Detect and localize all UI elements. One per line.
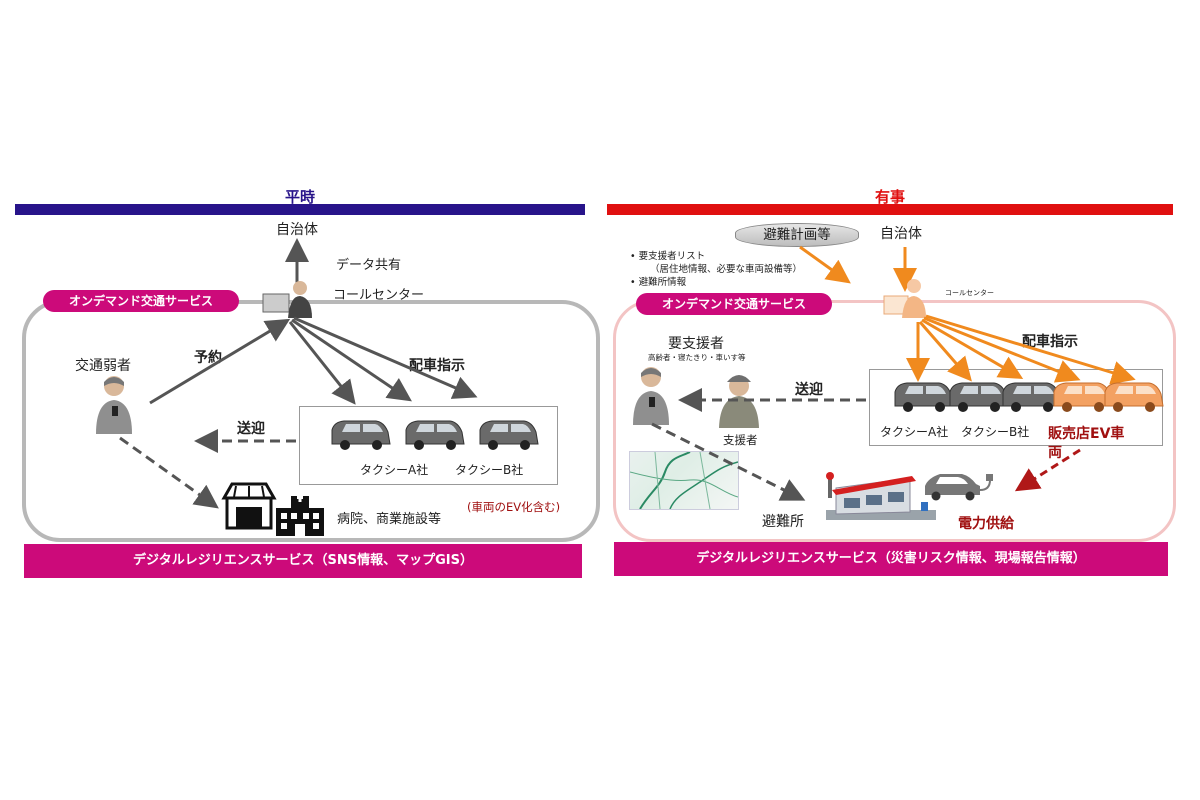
needs-support-label: 要支援者 — [668, 336, 724, 352]
right-title: 有事 — [874, 188, 905, 206]
left-taxi-a-label: タクシーA社 — [360, 463, 429, 477]
left-dispatch-label: 配車指示 — [409, 358, 465, 374]
right-bottom-bar: デジタルレジリエンスサービス（災害リスク情報、現場報告情報） — [614, 542, 1168, 576]
right-taxi-a-label: タクシーA社 — [880, 425, 949, 439]
right-taxi-b-label: タクシーB社 — [961, 425, 1030, 439]
right-dispatch-label: 配車指示 — [1022, 334, 1078, 350]
left-ev-note: (車両のEV化含む) — [467, 500, 561, 514]
right-call-center: コールセンター — [945, 289, 994, 297]
left-bottom-bar: デジタルレジリエンスサービス（SNS情報、マップGIS） — [24, 544, 582, 578]
right-header-bar — [607, 204, 1173, 215]
needs-support-sub: 高齢者・寝たきり・車いす等 — [648, 353, 746, 362]
left-title: 平時 — [284, 188, 315, 206]
left-data-share: データ共有 — [336, 258, 402, 273]
left-taxi-b-label: タクシーB社 — [455, 463, 524, 477]
right-pickup-label: 送迎 — [795, 382, 823, 398]
map-icon — [629, 451, 739, 510]
left-municipality: 自治体 — [276, 222, 318, 238]
dealer-ev-label: 販売店EV車 — [1048, 426, 1125, 442]
bullet-support-list: • 要支援者リスト — [630, 251, 706, 262]
arrow-evac-plan — [799, 245, 851, 284]
power-supply-label: 電力供給 — [958, 516, 1014, 532]
left-header-bar — [15, 204, 585, 215]
bullet-support-list-sub: （居住地情報、必要な車両設備等） — [650, 264, 803, 275]
left-vulnerable-label: 交通弱者 — [75, 358, 131, 374]
left-reservation-label: 予約 — [194, 350, 222, 366]
supporter-label: 支援者 — [723, 433, 758, 447]
left-pickup-label: 送迎 — [237, 421, 265, 437]
left-service-pill: オンデマンド交通サービス — [43, 290, 239, 312]
right-municipality: 自治体 — [880, 226, 922, 242]
dealer-ev-label-2: 両 — [1048, 445, 1062, 461]
shelter-label: 避難所 — [762, 514, 804, 530]
right-service-pill: オンデマンド交通サービス — [636, 293, 832, 315]
bullet-shelter-info-text: 避難所情報 — [638, 277, 687, 288]
bullet-support-list-text: 要支援者リスト — [638, 251, 706, 262]
left-call-center: コールセンター — [333, 288, 425, 303]
left-facilities-label: 病院、商業施設等 — [337, 512, 442, 527]
bullet-shelter-info: • 避難所情報 — [630, 277, 687, 288]
evac-plan-database-icon: 避難計画等 — [735, 223, 859, 247]
